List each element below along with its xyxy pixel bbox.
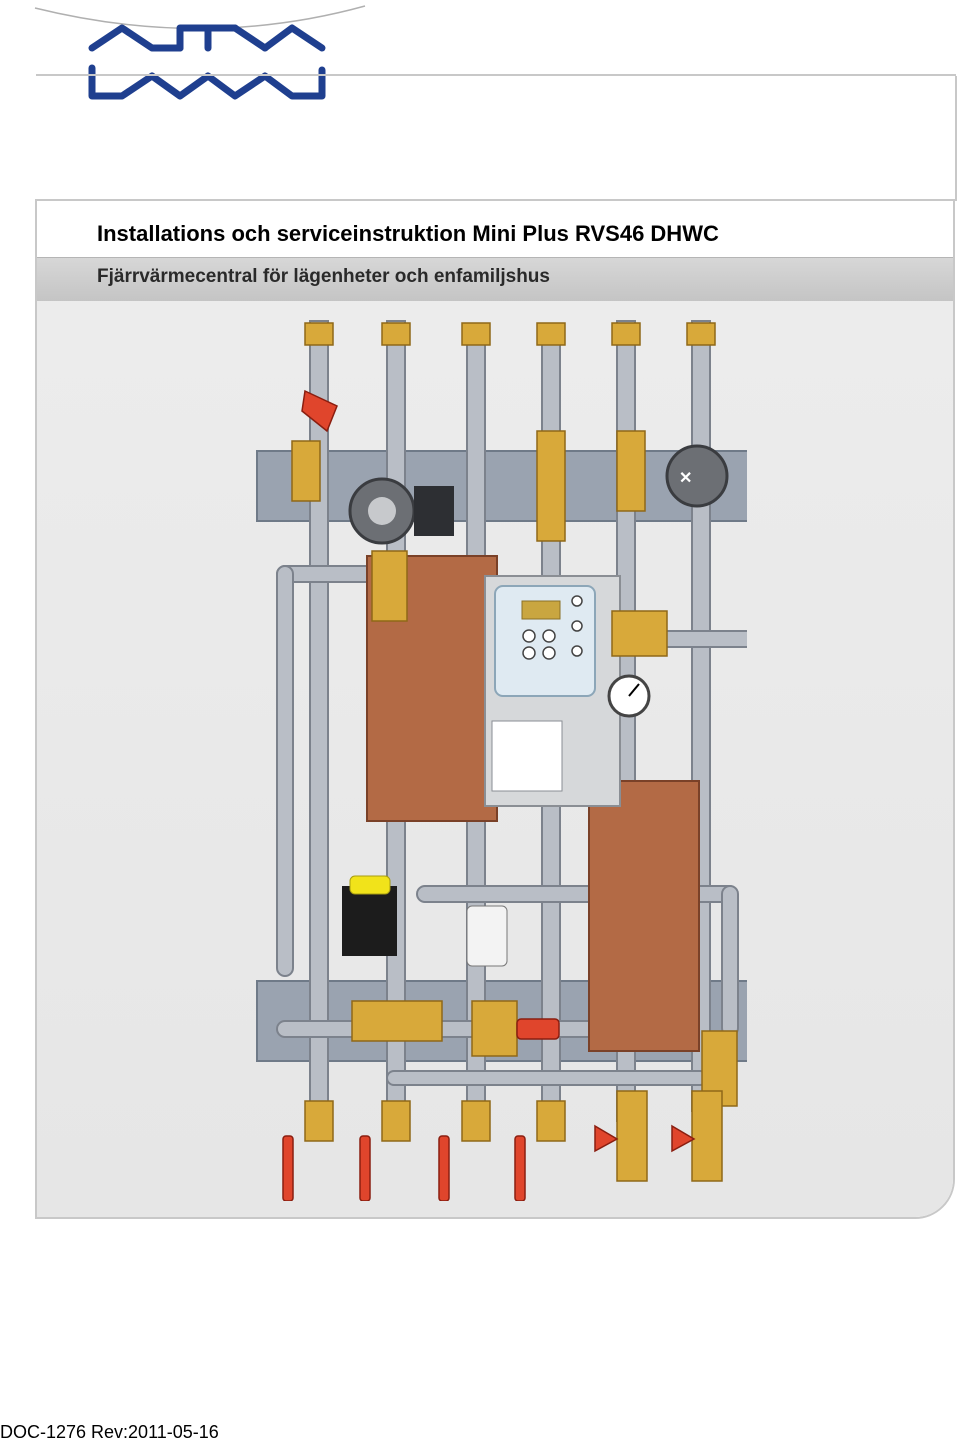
pump-motor-left bbox=[414, 486, 454, 536]
header-rule bbox=[36, 74, 956, 76]
logo-graphic bbox=[34, 5, 366, 100]
alfa-laval-logo bbox=[30, 0, 370, 110]
valve-actuator bbox=[342, 886, 397, 956]
header-frame-edge bbox=[955, 76, 957, 201]
cover-frame: Installations och serviceinstruktion Min… bbox=[35, 199, 955, 1219]
thermostatic-actuator bbox=[466, 905, 508, 967]
document-footer: DOC-1276 Rev:2011-05-16 bbox=[0, 1422, 219, 1442]
document-title: Installations och serviceinstruktion Min… bbox=[97, 221, 719, 246]
controller-display bbox=[521, 600, 561, 620]
document-subtitle: Fjärrvärmecentral för lägenheter och enf… bbox=[97, 266, 550, 287]
svg-text:✕: ✕ bbox=[679, 470, 692, 487]
district-heating-substation-illustration: ✕ bbox=[256, 320, 747, 1201]
balancing-valve-handle bbox=[301, 389, 338, 433]
heat-exchanger-secondary bbox=[588, 780, 700, 1052]
subtitle-band: Fjärrvärmecentral för lägenheter och enf… bbox=[37, 257, 953, 303]
junction-box bbox=[491, 720, 563, 792]
upper-mounting-rail bbox=[256, 450, 747, 522]
circulation-pump-right bbox=[665, 444, 729, 508]
figure-area: ✕ bbox=[37, 301, 953, 1217]
